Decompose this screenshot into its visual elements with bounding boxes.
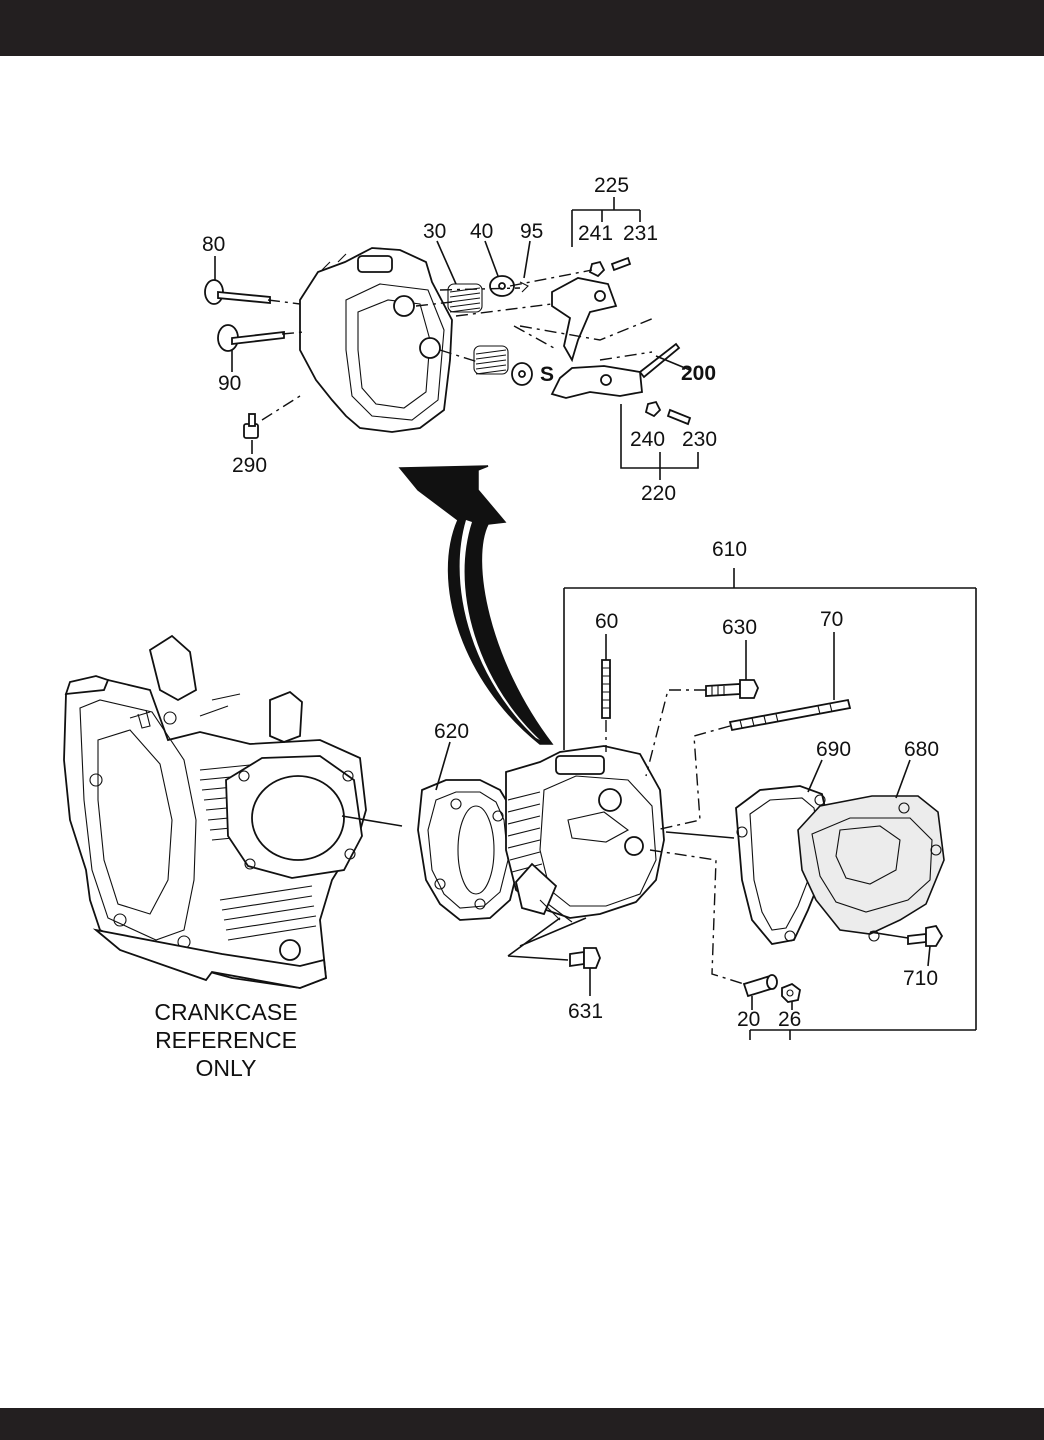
caption-line-2: REFERENCE — [155, 1027, 297, 1053]
label-620: 620 — [434, 720, 469, 743]
valve-spring-lower — [473, 345, 509, 375]
label-40: 40 — [470, 220, 493, 243]
label-610: 610 — [712, 538, 747, 561]
label-60: 60 — [595, 610, 618, 633]
label-690: 690 — [816, 738, 851, 761]
label-630: 630 — [722, 616, 757, 639]
label-26: 26 — [778, 1008, 801, 1031]
head-gasket-620 — [417, 779, 521, 921]
label-290: 290 — [232, 454, 267, 477]
bottom-footer-bar — [0, 1408, 1044, 1440]
cylinder-head-inset — [299, 247, 453, 433]
svg-text:S: S — [540, 363, 554, 386]
label-220: 220 — [641, 482, 676, 505]
label-20: 20 — [737, 1008, 760, 1031]
rocker-arm-lower — [550, 365, 643, 399]
valve-spring-upper — [447, 283, 483, 313]
label-95: 95 — [520, 220, 543, 243]
label-241: 241 — [578, 222, 613, 245]
label-231: 231 — [623, 222, 658, 245]
curved-arrow — [398, 465, 554, 745]
label-30: 30 — [423, 220, 446, 243]
label-230: 230 — [682, 428, 717, 451]
label-70: 70 — [820, 608, 843, 631]
label-90: 90 — [218, 372, 241, 395]
valve-cover-680 — [797, 795, 945, 935]
label-710: 710 — [903, 967, 938, 990]
label-631: 631 — [568, 1000, 603, 1023]
label-200: 200 — [681, 362, 716, 385]
label-225: 225 — [594, 174, 629, 197]
valve-train-inset: S — [204, 197, 699, 480]
head-assembly — [417, 659, 945, 1003]
rocker-arm-upper — [551, 277, 618, 363]
caption-line-1: CRANKCASE — [154, 999, 297, 1025]
caption-line-3: ONLY — [196, 1055, 257, 1081]
top-header-bar — [0, 0, 1044, 56]
crankcase-illustration — [63, 634, 367, 989]
label-240: 240 — [630, 428, 665, 451]
label-680: 680 — [904, 738, 939, 761]
label-80: 80 — [202, 233, 225, 256]
